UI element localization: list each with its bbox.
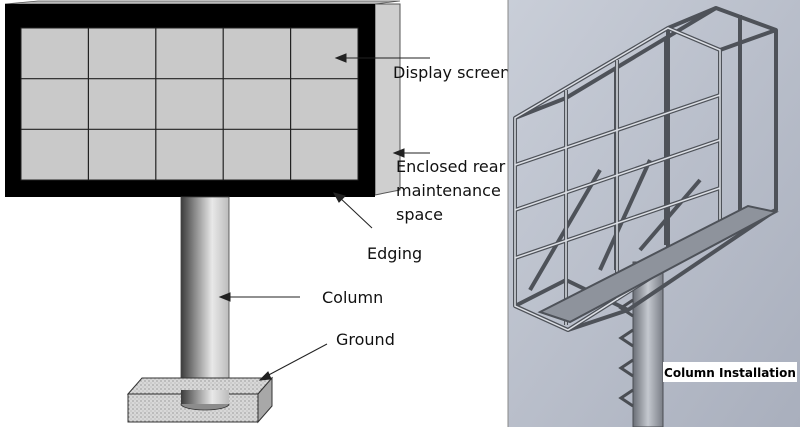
column-label: Column — [322, 288, 383, 307]
enclosed-rear-label-line3: space — [396, 205, 443, 224]
ground-label: Ground — [336, 330, 395, 349]
display-screen — [20, 27, 359, 181]
frame-platform — [537, 204, 779, 324]
right-column-installation-image: Column Installation — [507, 0, 800, 427]
enclosed-rear-label-line1: Enclosed rear — [396, 157, 506, 176]
edging-label: Edging — [367, 244, 422, 263]
enclosed-rear-label-line2: maintenance — [396, 181, 501, 200]
enclosure-top — [4, 0, 401, 5]
ground-side — [257, 376, 273, 424]
column-base-body — [181, 390, 229, 404]
column — [180, 196, 230, 410]
left-billboard-diagram: Display screen Enclosed rear maintenance… — [4, 0, 510, 424]
ground-arrowhead — [258, 371, 272, 381]
ground-leader — [262, 343, 328, 379]
column-installation-caption: Column Installation — [664, 366, 796, 380]
caption-background — [663, 362, 797, 382]
screen-grid — [21, 28, 358, 180]
rear-space-arrowhead — [392, 148, 405, 158]
column-arrowhead — [218, 292, 231, 302]
display-screen-arrowhead — [334, 53, 347, 63]
edging-leader — [337, 195, 373, 229]
edging-arrowhead — [332, 192, 346, 203]
leader-lines — [218, 53, 430, 381]
display-screen-label: Display screen — [393, 63, 510, 82]
